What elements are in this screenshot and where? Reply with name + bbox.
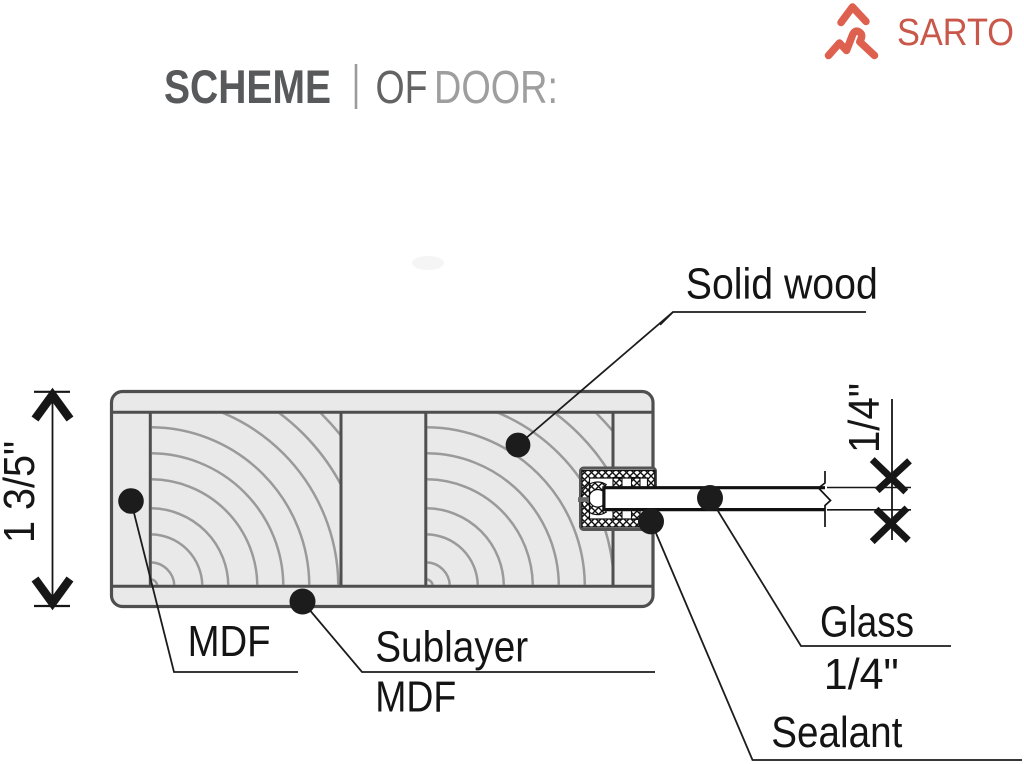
svg-text:SARTO: SARTO — [897, 12, 1014, 54]
svg-text:DOOR:: DOOR: — [434, 61, 558, 113]
svg-text:Solid wood: Solid wood — [686, 259, 878, 308]
svg-text:MDF: MDF — [188, 617, 271, 666]
svg-text:1/4": 1/4" — [824, 650, 899, 699]
svg-text:Sublayer: Sublayer — [375, 623, 528, 672]
svg-text:1 3/5": 1 3/5" — [0, 441, 44, 543]
svg-text:Sealant: Sealant — [771, 708, 902, 757]
svg-text:Glass: Glass — [820, 597, 914, 646]
svg-text:1/4": 1/4" — [840, 383, 889, 453]
svg-text:OF: OF — [376, 61, 428, 113]
svg-text:MDF: MDF — [375, 672, 456, 721]
svg-text:SCHEME: SCHEME — [164, 60, 331, 113]
